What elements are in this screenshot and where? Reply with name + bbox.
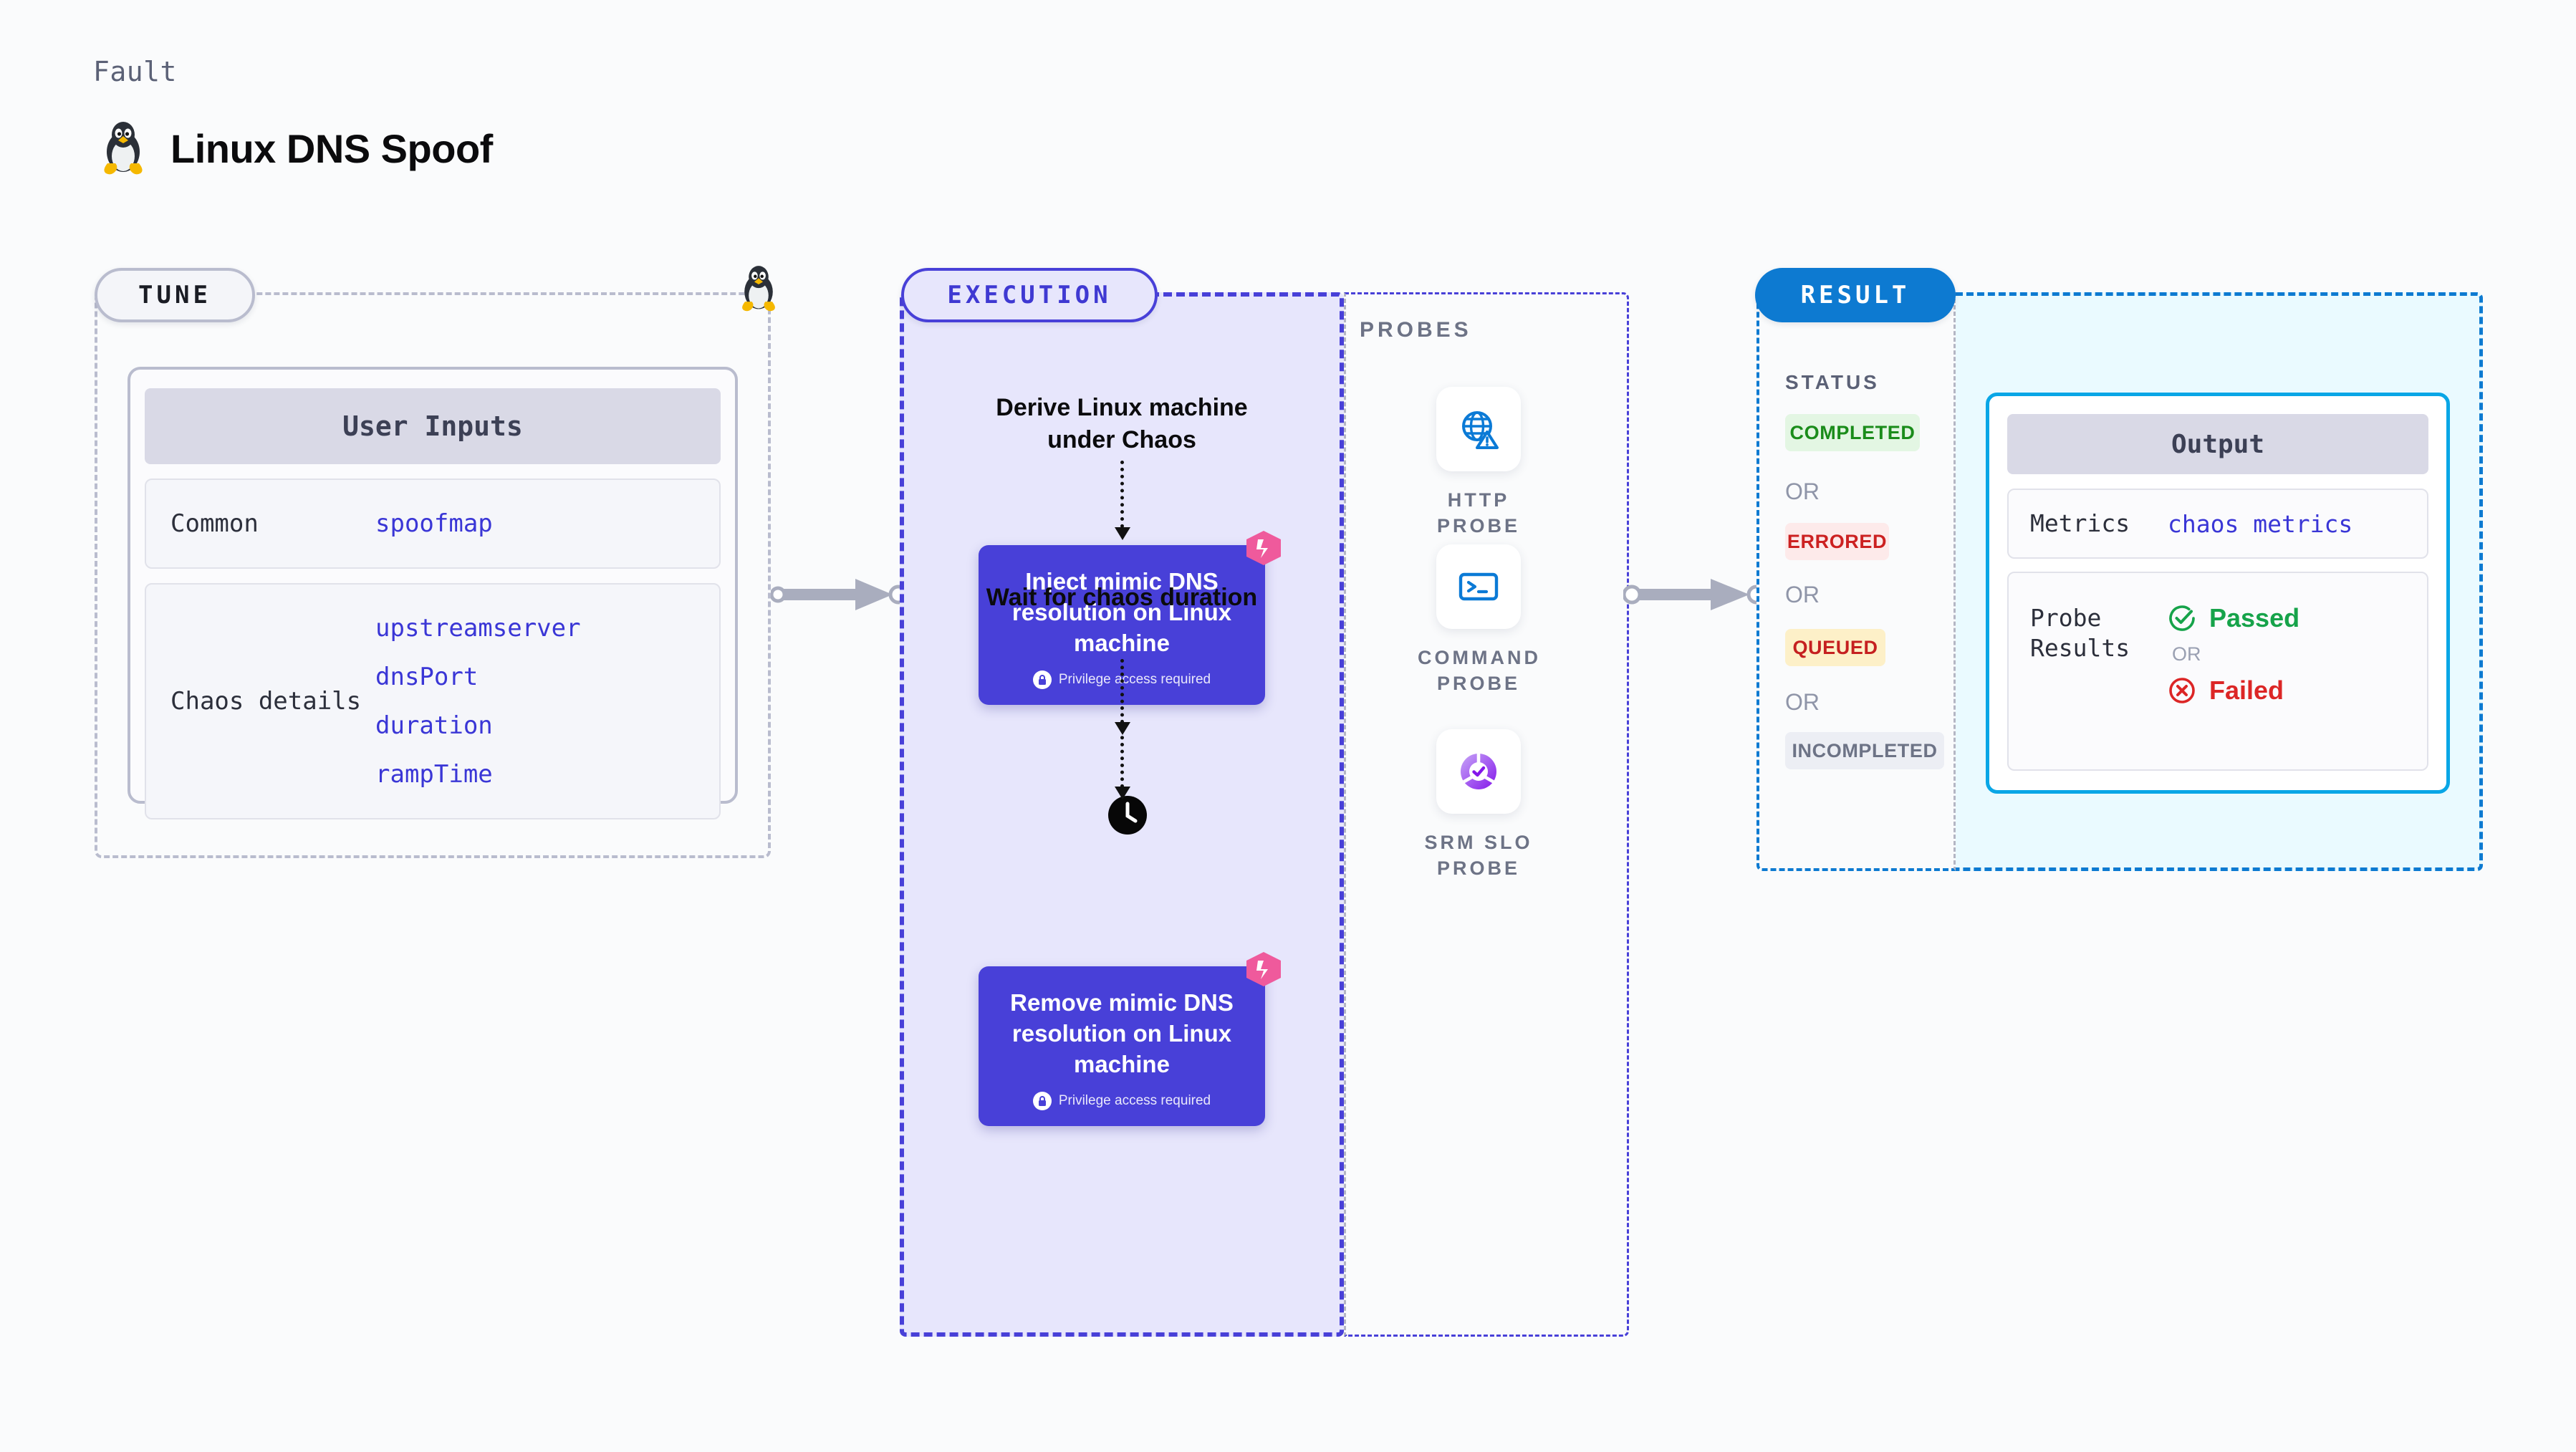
tune-value-spoofmap: spoofmap: [375, 509, 493, 538]
or-separator: OR: [2172, 643, 2201, 665]
globe-warning-icon: [1462, 411, 1499, 449]
passed-label: Passed: [2209, 603, 2300, 633]
harness-logo-icon: [1246, 531, 1281, 565]
status-title: STATUS: [1785, 371, 1880, 393]
node-note-text: Privilege access required: [1058, 671, 1211, 687]
linux-penguin-icon: [104, 122, 143, 175]
status-badge-queued: QUEUED: [1785, 629, 1885, 666]
harness-logo-icon: [1246, 952, 1281, 986]
node-privilege-note: Privilege access required: [997, 670, 1246, 689]
status-badge-incompleted: INCOMPLETED: [1785, 732, 1944, 769]
status-badge-errored: ERRORED: [1785, 523, 1889, 560]
page-title: Linux DNS Spoof: [170, 125, 493, 171]
probe-srm-slo[interactable]: SRM SLO PROBE: [1418, 729, 1539, 882]
tune-row-values: spoofmap: [375, 509, 493, 538]
or-separator: OR: [1785, 479, 1820, 504]
status-badge-completed: COMPLETED: [1785, 414, 1920, 451]
execution-badge: EXECUTION: [901, 268, 1158, 322]
slo-check-icon: [1461, 751, 1496, 789]
node-note-text: Privilege access required: [1058, 1092, 1211, 1108]
probe-result-stack: Passed OR Failed: [2168, 603, 2299, 706]
probe-label: HTTP PROBE: [1436, 489, 1521, 537]
probe-card: [1436, 387, 1521, 471]
probe-http[interactable]: HTTP PROBE: [1418, 387, 1539, 539]
connector-execution-to-result: [1623, 579, 1767, 610]
flow-connector: [1120, 722, 1124, 788]
tune-value-duration: duration: [375, 711, 493, 740]
probes-title: PROBES: [1360, 318, 1472, 342]
output-metrics-label: Metrics: [2030, 509, 2130, 537]
probe-result-passed: Passed: [2168, 603, 2299, 633]
failed-label: Failed: [2209, 675, 2284, 705]
tune-value-dnsport: dnsPort: [375, 663, 479, 691]
execution-step-derive: Derive Linux machine under Chaos: [996, 394, 1248, 453]
node-title: Remove mimic DNS resolution on Linux mac…: [1010, 989, 1234, 1077]
output-title: Output: [2007, 414, 2428, 474]
tune-row-label: Chaos details: [170, 686, 362, 716]
user-inputs-title: User Inputs: [145, 388, 721, 464]
node-title: Inject mimic DNS resolution on Linux mac…: [1011, 568, 1232, 656]
probe-label: SRM SLO PROBE: [1424, 832, 1533, 880]
check-circle-icon: [2169, 605, 2195, 631]
connector-tune-to-execution: [771, 579, 907, 610]
probe-card: [1436, 729, 1521, 814]
flow-arrowhead: [1115, 527, 1130, 540]
tune-row-values: upstreamserver dnsPort duration rampTime: [375, 614, 581, 789]
flow-connector: [1120, 659, 1124, 723]
probe-card: [1436, 544, 1521, 629]
output-row-probe-results: Probe Results Passed OR Failed: [2007, 572, 2428, 771]
tune-badge: TUNE: [95, 268, 255, 322]
tune-row-common: Common spoofmap: [145, 479, 721, 569]
flow-arrowhead: [1115, 787, 1130, 799]
result-badge: RESULT: [1755, 268, 1956, 322]
or-separator: OR: [1785, 689, 1820, 715]
output-metrics-value: chaos metrics: [2168, 509, 2353, 538]
tune-row-chaos-details: Chaos details upstreamserver dnsPort dur…: [145, 583, 721, 819]
probe-command[interactable]: COMMAND PROBE: [1418, 544, 1539, 697]
output-row-metrics: Metrics chaos metrics: [2007, 489, 2428, 559]
result-status-section: [1756, 292, 1956, 871]
execution-node-remove[interactable]: Remove mimic DNS resolution on Linux mac…: [979, 952, 1281, 1126]
output-probe-results-label: Probe Results: [2030, 604, 2130, 663]
page-kicker: Fault: [93, 56, 177, 87]
node-privilege-note: Privilege access required: [997, 1091, 1246, 1110]
tune-value-ramptime: rampTime: [375, 760, 493, 789]
tune-row-label: Common: [170, 509, 259, 538]
terminal-icon: [1458, 572, 1499, 601]
or-separator: OR: [1785, 582, 1820, 607]
probe-label: COMMAND PROBE: [1418, 647, 1541, 695]
flow-connector: [1120, 461, 1124, 528]
lock-icon: [1032, 1091, 1052, 1110]
linux-penguin-edge-icon: [742, 266, 775, 312]
probe-result-failed: Failed: [2168, 675, 2299, 706]
clock-icon: [1108, 796, 1147, 835]
execution-step-wait: Wait for chaos duration: [986, 584, 1258, 611]
x-circle-icon: [2169, 678, 2195, 703]
lock-icon: [1032, 670, 1052, 689]
page-header: Linux DNS Spoof: [97, 120, 493, 176]
tune-value-upstreamserver: upstreamserver: [375, 614, 581, 643]
